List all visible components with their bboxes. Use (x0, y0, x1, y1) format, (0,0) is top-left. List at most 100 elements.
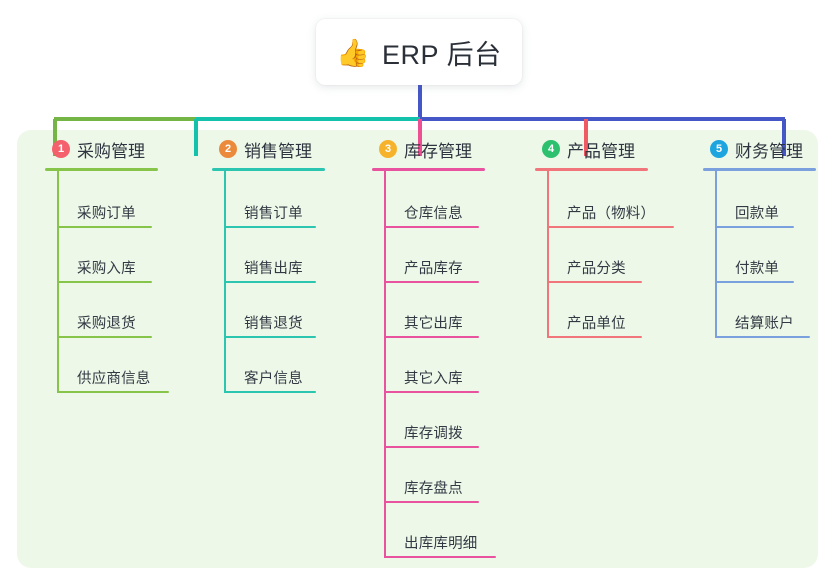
module-title: 采购管理 (77, 141, 145, 161)
module-column-2: 2 销售管理销售订单销售出库销售退货客户信息 (202, 130, 325, 393)
module-item-label: 销售出库 (244, 261, 303, 277)
module-item[interactable]: 回款单 (715, 173, 816, 228)
module-item[interactable]: 产品单位 (547, 283, 655, 338)
module-item-label: 库存盘点 (404, 481, 463, 497)
module-header-1[interactable]: 1 采购管理 (35, 130, 158, 168)
module-item-label: 采购入库 (77, 261, 136, 277)
module-item-underline (57, 281, 152, 283)
module-item[interactable]: 付款单 (715, 228, 816, 283)
module-item-label: 客户信息 (244, 371, 303, 387)
module-underline (535, 168, 648, 171)
module-number-badge: 3 (379, 140, 397, 158)
module-header-5[interactable]: 5 财务管理 (693, 130, 816, 168)
module-item-label: 出库库明细 (404, 536, 478, 552)
module-spine (547, 171, 549, 338)
module-underline (45, 168, 158, 171)
module-item[interactable]: 结算账户 (715, 283, 816, 338)
module-item[interactable]: 产品库存 (384, 228, 485, 283)
module-item-underline (224, 336, 316, 338)
root-node-title: ERP 后台 (382, 39, 502, 70)
module-item-underline (224, 226, 316, 228)
module-item-label: 产品单位 (567, 316, 626, 332)
module-item-list: 回款单付款单结算账户 (715, 171, 816, 338)
module-item-label: 产品库存 (404, 261, 463, 277)
module-item-underline (715, 281, 794, 283)
module-title: 产品管理 (567, 141, 635, 161)
module-underline (372, 168, 485, 171)
module-item[interactable]: 其它出库 (384, 283, 485, 338)
module-item-underline (547, 281, 642, 283)
module-item[interactable]: 供应商信息 (57, 338, 169, 393)
module-item[interactable]: 出库库明细 (384, 503, 496, 558)
module-number-badge: 1 (52, 140, 70, 158)
module-item[interactable]: 客户信息 (224, 338, 325, 393)
module-title: 销售管理 (244, 141, 312, 161)
module-item-label: 产品（物料） (567, 206, 656, 222)
module-column-5: 5 财务管理回款单付款单结算账户 (693, 130, 816, 338)
module-item[interactable]: 产品（物料） (547, 173, 674, 228)
module-item-underline (384, 391, 479, 393)
module-item-underline (384, 446, 479, 448)
module-item-list: 采购订单采购入库采购退货供应商信息 (57, 171, 169, 393)
module-item-underline (715, 226, 794, 228)
module-item-label: 仓库信息 (404, 206, 463, 222)
module-item-underline (384, 336, 479, 338)
module-column-1: 1 采购管理采购订单采购入库采购退货供应商信息 (35, 130, 169, 393)
module-number-badge: 4 (542, 140, 560, 158)
module-item-underline (384, 501, 479, 503)
module-item-list: 仓库信息产品库存其它出库其它入库库存调拨库存盘点出库库明细 (384, 171, 496, 558)
module-item-label: 结算账户 (735, 316, 794, 332)
module-header-4[interactable]: 4 产品管理 (525, 130, 655, 168)
module-columns: 1 采购管理采购订单采购入库采购退货供应商信息 2 销售管理销售订单销售出库销售退货客… (17, 130, 818, 568)
module-item[interactable]: 采购入库 (57, 228, 158, 283)
module-title: 财务管理 (735, 141, 803, 161)
module-column-4: 4 产品管理产品（物料） 产品分类产品单位 (525, 130, 674, 338)
module-item-label: 供应商信息 (77, 371, 151, 387)
module-item[interactable]: 销售退货 (224, 283, 325, 338)
module-item[interactable]: 库存调拨 (384, 393, 485, 448)
module-item[interactable]: 销售出库 (224, 228, 325, 283)
module-item-underline (384, 226, 479, 228)
module-column-3: 3 库存管理仓库信息产品库存其它出库其它入库库存调拨库存盘点出库库明细 (362, 130, 496, 558)
thumbs-up-icon: 👍 (336, 37, 371, 68)
module-item-label: 其它出库 (404, 316, 463, 332)
root-node-erp-backend[interactable]: 👍 ERP 后台 (316, 19, 522, 85)
module-item-underline (57, 226, 152, 228)
module-item-underline (547, 336, 642, 338)
module-spine (715, 171, 717, 338)
module-header-3[interactable]: 3 库存管理 (362, 130, 485, 168)
module-item-list: 产品（物料） 产品分类产品单位 (547, 171, 674, 338)
module-item-label: 库存调拨 (404, 426, 463, 442)
module-item-label: 采购退货 (77, 316, 136, 332)
module-item[interactable]: 采购退货 (57, 283, 158, 338)
module-header-2[interactable]: 2 销售管理 (202, 130, 325, 168)
module-item-label: 其它入库 (404, 371, 463, 387)
module-item-underline (384, 281, 479, 283)
module-number-badge: 2 (219, 140, 237, 158)
module-item-underline (57, 336, 152, 338)
module-item-underline (547, 226, 674, 228)
module-item-underline (384, 556, 496, 558)
module-item-list: 销售订单销售出库销售退货客户信息 (224, 171, 325, 393)
module-item-label: 销售退货 (244, 316, 303, 332)
module-item-label: 采购订单 (77, 206, 136, 222)
module-item-underline (57, 391, 169, 393)
module-item-label: 产品分类 (567, 261, 626, 277)
module-number-badge: 5 (710, 140, 728, 158)
module-item[interactable]: 库存盘点 (384, 448, 485, 503)
module-item[interactable]: 产品分类 (547, 228, 655, 283)
module-underline (703, 168, 816, 171)
module-item[interactable]: 其它入库 (384, 338, 485, 393)
module-title: 库存管理 (404, 141, 472, 161)
module-item[interactable]: 销售订单 (224, 173, 325, 228)
diagram-panel-background (17, 130, 818, 568)
module-item-underline (715, 336, 810, 338)
module-item-underline (224, 281, 316, 283)
module-item-label: 销售订单 (244, 206, 303, 222)
module-item[interactable]: 采购订单 (57, 173, 158, 228)
module-item-underline (224, 391, 316, 393)
module-spine (384, 171, 386, 558)
module-item-label: 付款单 (735, 261, 780, 277)
module-item[interactable]: 仓库信息 (384, 173, 485, 228)
module-underline (212, 168, 325, 171)
